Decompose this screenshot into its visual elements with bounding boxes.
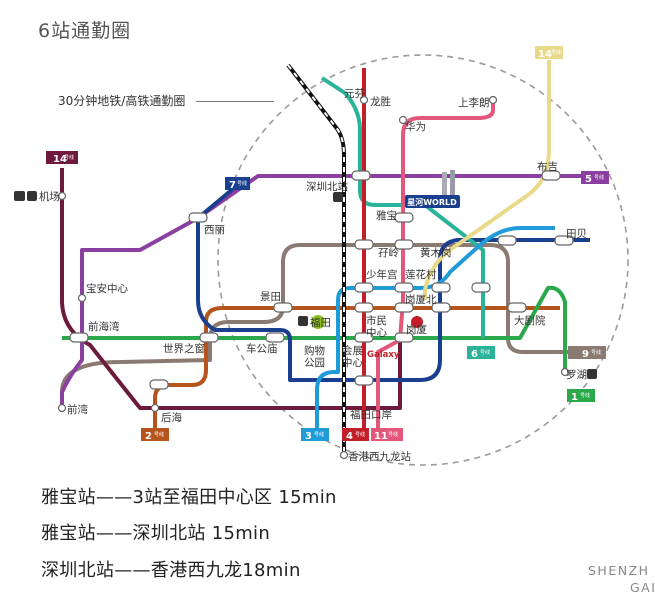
commute-circle-label: 30分钟地铁/高铁通勤圈 <box>58 94 186 108</box>
watermark-line-1: SHENZH <box>588 563 650 578</box>
station-label: 宝安中心 <box>86 282 128 295</box>
station-label: 前湾 <box>67 403 88 416</box>
station-markers <box>57 95 574 460</box>
station-label: 中心 <box>366 326 387 339</box>
line-11 <box>60 168 402 410</box>
svg-text:4: 4 <box>346 431 353 442</box>
line-badge-3: 3 号线 <box>301 428 329 442</box>
svg-text:6: 6 <box>471 349 478 360</box>
rail-station-icon <box>587 369 597 379</box>
info-line-yabao-shenzhen-north: 雅宝站——深圳北站 15min <box>41 523 271 544</box>
svg-text:号线: 号线 <box>580 392 590 399</box>
svg-text:11: 11 <box>374 431 388 442</box>
station-label: 中心 <box>342 356 363 369</box>
station-label: 大剧院 <box>514 314 546 327</box>
svg-text:5: 5 <box>585 174 592 185</box>
line-1 <box>62 285 567 372</box>
svg-text:7: 7 <box>229 180 236 191</box>
svg-text:号线: 号线 <box>388 431 398 438</box>
line-14 <box>423 60 551 300</box>
line-3 <box>315 226 555 428</box>
svg-text:号线: 号线 <box>551 49 561 56</box>
watermark-line-2: GAI <box>630 580 655 595</box>
line-badge-9: 9 号线 <box>568 346 606 360</box>
svg-text:14: 14 <box>53 154 67 165</box>
page-title: 6站通勤圈 <box>38 20 132 42</box>
station-labels: 元芬 龙胜 上李朗 华为 布吉 深圳北站 西丽 机场 雅宝 黄木岗 田贝 孖岭 … <box>39 88 587 463</box>
station-label: 机场 <box>39 190 60 203</box>
svg-text:3: 3 <box>305 431 312 442</box>
station-label: 田贝 <box>566 228 587 240</box>
rail-station-icon <box>298 316 308 326</box>
info-line-yabao-futian: 雅宝站——3站至福田中心区 15min <box>41 487 337 508</box>
svg-text:号线: 号线 <box>314 431 324 438</box>
svg-text:号线: 号线 <box>594 174 604 181</box>
station-label: 少年宫 <box>366 268 398 281</box>
svg-text:号线: 号线 <box>154 431 164 438</box>
station-label: 雅宝 <box>376 209 397 222</box>
station-label: 元芬 <box>344 88 365 100</box>
station-label: 世界之窗 <box>163 342 205 355</box>
line-5 <box>60 173 585 412</box>
station-label: 西丽 <box>204 224 225 236</box>
line-badge-11: 14 号线 <box>46 151 78 165</box>
rail-station-icon <box>333 192 343 202</box>
station-label: 会展 <box>342 344 363 357</box>
station-label: 景田 <box>260 291 281 303</box>
commute-label-leader-line <box>196 101 274 102</box>
high-speed-rail-dashes <box>287 64 345 455</box>
station-label: 华为 <box>405 120 426 133</box>
rail-station-icon <box>27 191 37 201</box>
line-badge-2: 2 号线 <box>141 428 169 442</box>
station-label: 孖岭 <box>378 246 399 259</box>
station-label: 布吉 <box>537 161 558 173</box>
station-label: 前海湾 <box>88 320 120 333</box>
station-label: 公园 <box>304 357 325 369</box>
metro-map: 星河WORLD Galaxy 元芬 龙胜 上李朗 华为 布吉 深圳北站 西丽 机… <box>14 46 629 466</box>
svg-text:9: 9 <box>582 349 589 360</box>
line-6 <box>320 76 485 338</box>
station-label: 深圳北站 <box>306 180 348 193</box>
station-label: 罗湖 <box>566 369 587 381</box>
watermark: SHENZH GAI <box>588 562 655 596</box>
green-marker-icon <box>311 315 325 329</box>
line-badge-10: 11 号线 <box>371 428 403 442</box>
station-label: 龙胜 <box>370 95 391 108</box>
info-line-shenzhen-north-hk: 深圳北站——香港西九龙18min <box>41 560 301 581</box>
svg-text:号线: 号线 <box>480 349 490 356</box>
line-badge-5: 5 号线 <box>581 171 609 185</box>
station-label: 莲花村 <box>405 268 437 281</box>
project-marker: 星河WORLD <box>405 170 460 208</box>
red-marker-icon <box>411 316 423 328</box>
station-label: 福田 <box>310 316 331 329</box>
airplane-icon <box>14 191 25 201</box>
line-badge-1: 1 号线 <box>567 389 595 403</box>
station-label: 黄木岗 <box>420 246 452 259</box>
station-label: 香港西九龙站 <box>348 450 411 463</box>
svg-text:号线: 号线 <box>591 349 601 356</box>
line-7 <box>196 181 590 382</box>
badge-number: 14 <box>538 49 552 60</box>
station-label: 市民 <box>366 314 387 327</box>
station-label: 岗厦 <box>406 324 427 336</box>
svg-text:号线: 号线 <box>237 180 247 187</box>
svg-text:1: 1 <box>571 392 578 403</box>
commute-circle <box>217 54 629 466</box>
svg-text:号线: 号线 <box>64 154 74 161</box>
line-badge-14: 14 号线 <box>535 46 563 60</box>
svg-text:号线: 号线 <box>355 431 365 438</box>
line-badge-4: 4 号线 <box>342 428 369 442</box>
galaxy-mark: Galaxy <box>367 350 400 360</box>
line-badge-6: 6 号线 <box>467 346 495 360</box>
station-label: 后海 <box>161 411 182 424</box>
svg-text:2: 2 <box>145 431 152 442</box>
station-label: 上李朗 <box>458 96 490 109</box>
station-label: 购物 <box>304 344 325 357</box>
project-logo: 星河WORLD <box>407 197 457 207</box>
station-label: 福田口岸 <box>350 408 392 421</box>
line-10 <box>376 100 495 428</box>
station-label: 车公庙 <box>246 342 278 355</box>
line-badge-7: 7 号线 <box>225 177 250 191</box>
station-label: 岗厦北 <box>405 294 437 306</box>
